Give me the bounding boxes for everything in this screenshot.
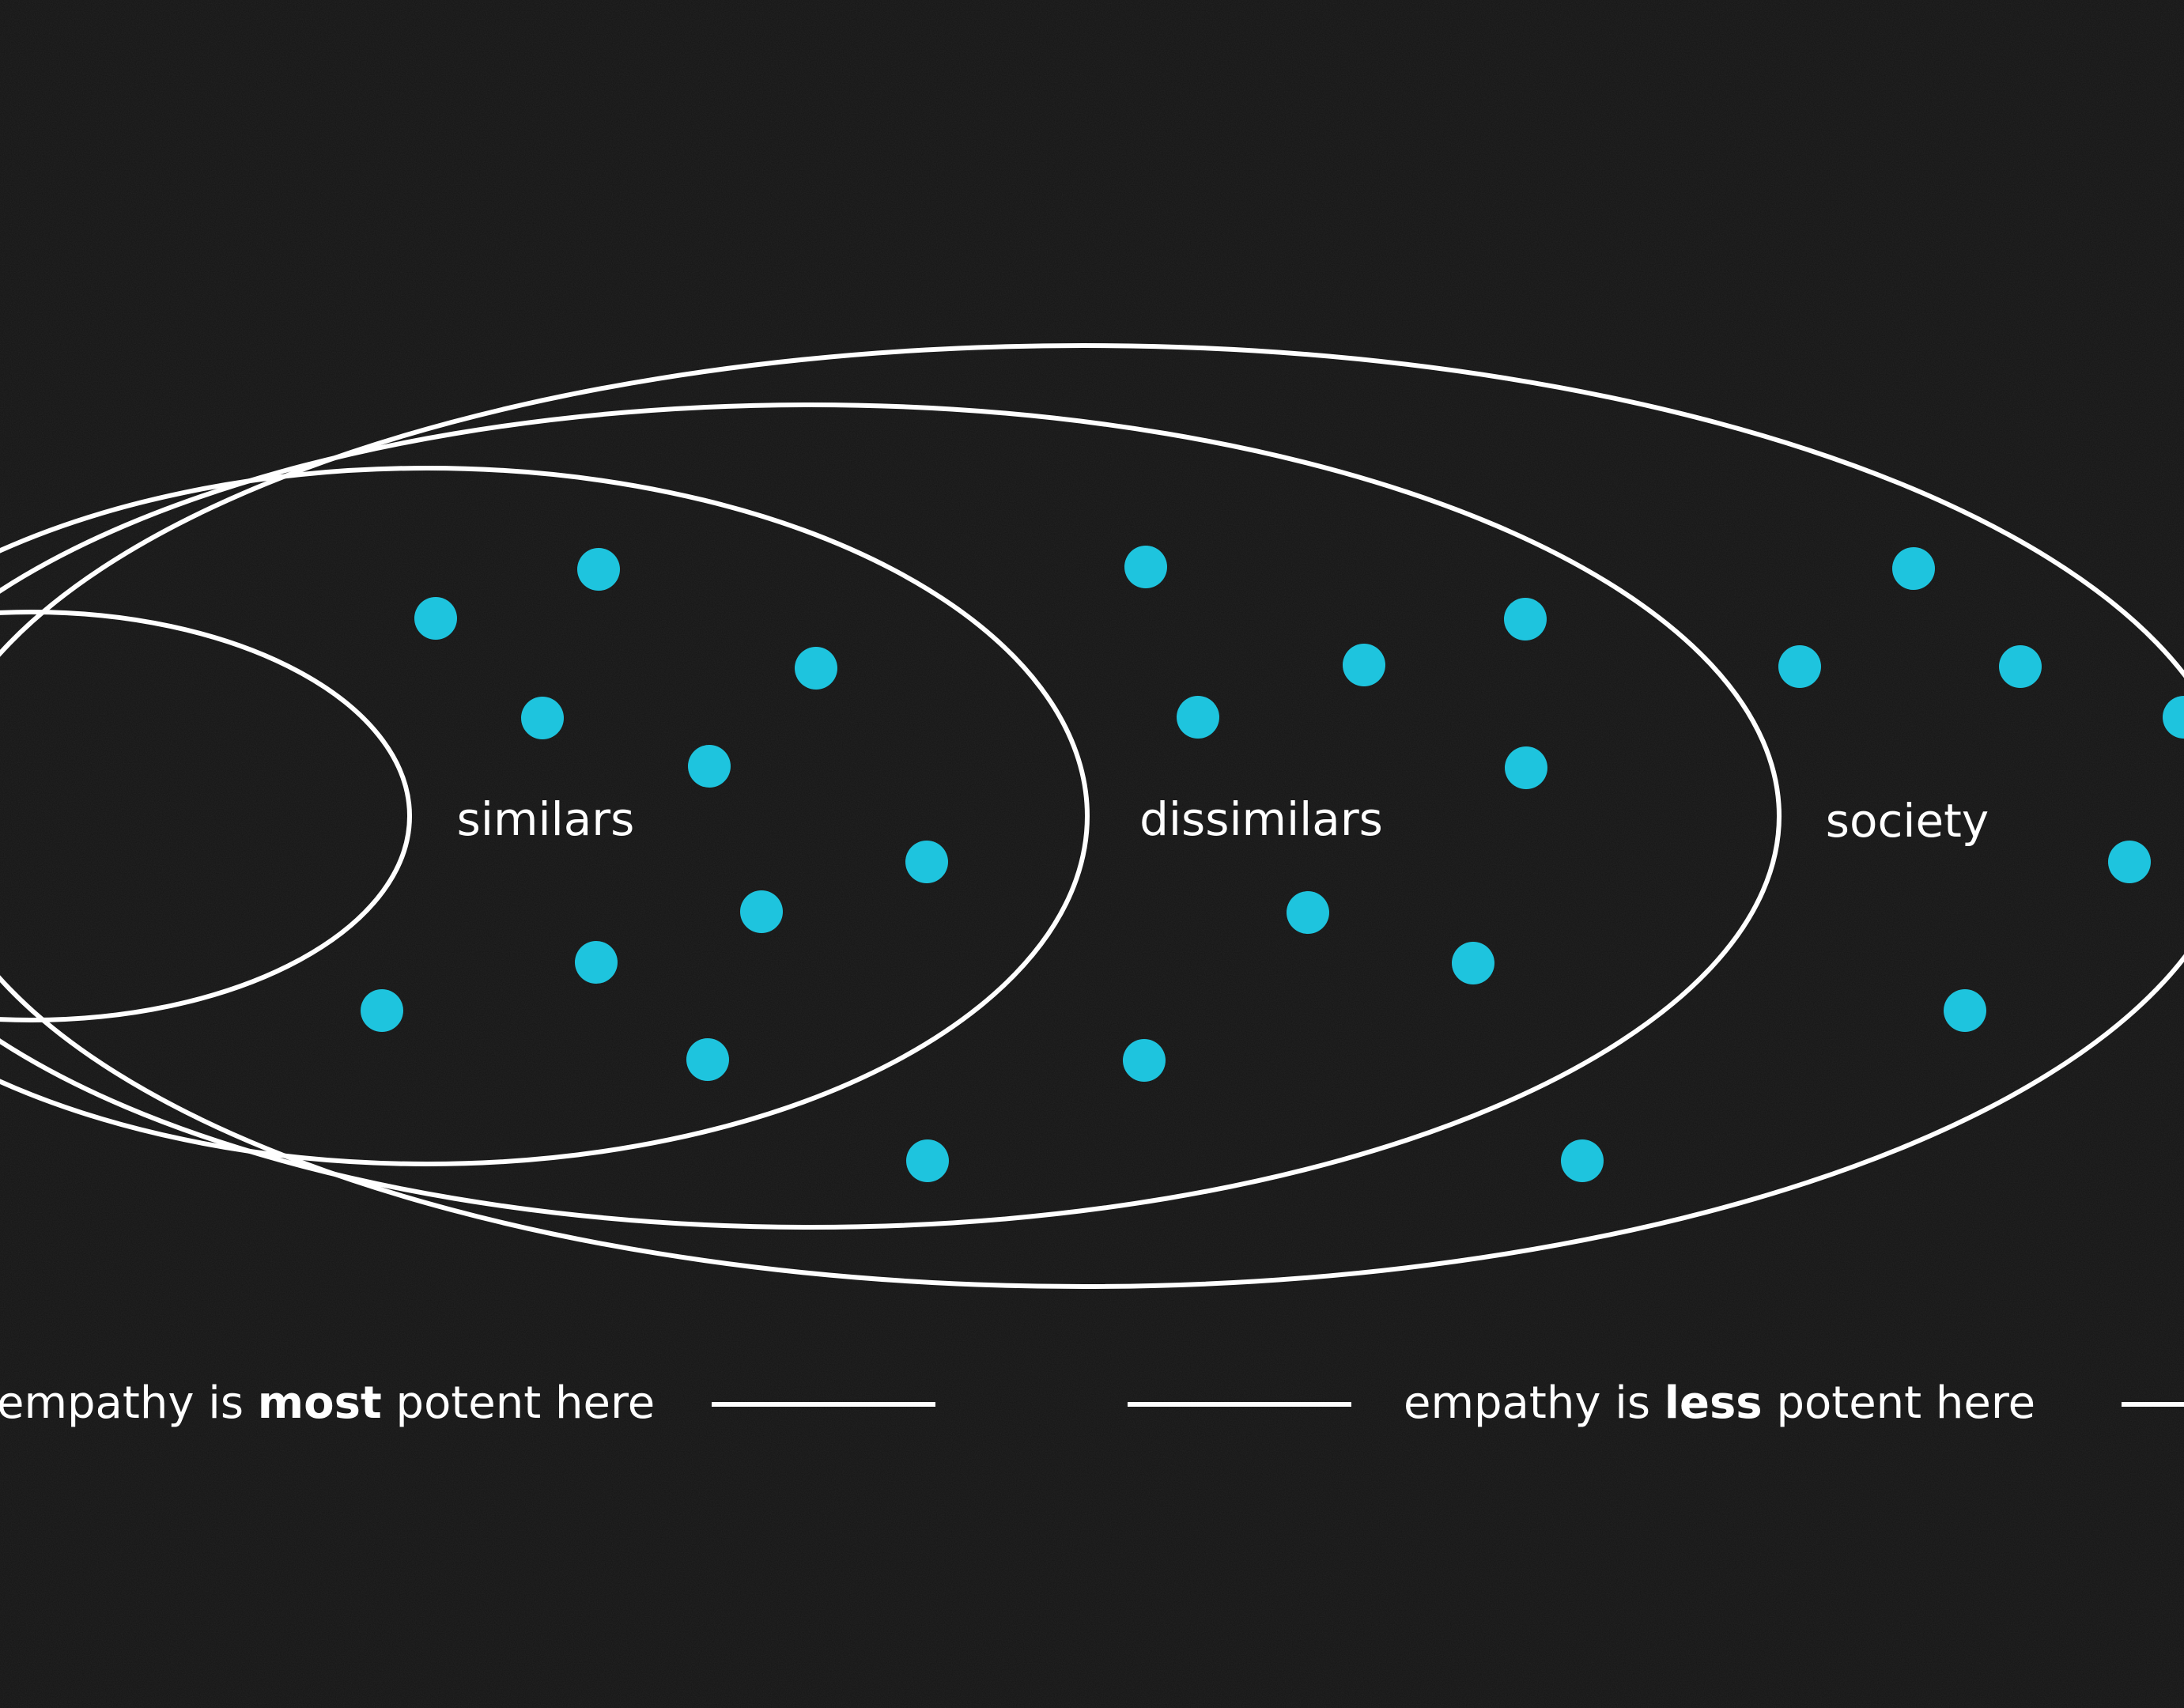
caption-most-potent: empathy is most potent here <box>0 1377 655 1429</box>
person-dot <box>2108 841 2151 883</box>
person-dot <box>1999 645 2042 688</box>
ring-dissimilars <box>0 402 1782 1230</box>
ring-similars <box>0 466 1090 1166</box>
zone-label-society: society <box>1826 794 1989 848</box>
person-dot <box>740 890 783 933</box>
person-dot <box>1452 942 1494 984</box>
caption-left-before: empathy is <box>0 1377 258 1429</box>
zone-label-dissimilars: dissimilars <box>1139 792 1383 846</box>
person-dot <box>1504 598 1547 640</box>
person-dot <box>1287 891 1329 934</box>
person-dot <box>795 647 837 690</box>
person-dot <box>1177 696 1219 739</box>
person-dot <box>1778 645 1821 688</box>
caption-right-emphasis: less <box>1664 1377 1763 1429</box>
person-dot <box>577 548 620 591</box>
person-dot <box>361 989 403 1032</box>
person-dot <box>906 1139 949 1182</box>
people-dots <box>361 546 2184 1182</box>
person-dot <box>1123 1039 1166 1082</box>
person-dot <box>1561 1139 1604 1182</box>
zone-label-similars: similars <box>457 792 635 846</box>
person-dot <box>905 841 948 883</box>
caption-left-after: potent here <box>382 1377 655 1429</box>
person-dot <box>1892 547 1935 590</box>
person-dot <box>686 1038 729 1081</box>
person-dot <box>1944 989 1986 1032</box>
caption-right-before: empathy is <box>1404 1377 1664 1429</box>
person-dot <box>688 745 731 788</box>
person-dot <box>1124 546 1167 588</box>
person-dot <box>575 941 618 984</box>
caption-less-potent: empathy is less potent here <box>1404 1377 2035 1429</box>
caption-right-after: potent here <box>1763 1377 2035 1429</box>
caption-left-emphasis: most <box>258 1377 382 1429</box>
person-dot <box>414 597 457 640</box>
person-dot <box>1505 746 1547 789</box>
ring-self <box>0 610 412 1022</box>
ring-society <box>0 343 2184 1289</box>
person-dot <box>2163 696 2184 739</box>
person-dot <box>521 697 564 739</box>
person-dot <box>1343 644 1385 686</box>
